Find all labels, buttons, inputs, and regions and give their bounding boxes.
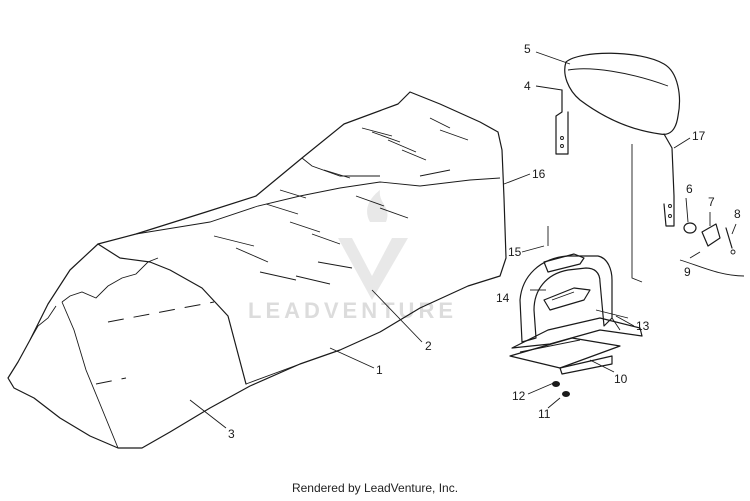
- seat-top-ridge: [135, 177, 501, 235]
- spacer-6: [683, 222, 697, 234]
- callout-17: 17: [692, 129, 706, 143]
- bracket-14: [543, 287, 591, 311]
- grab-handle-assembly: [511, 226, 643, 349]
- callout-5: 5: [524, 42, 531, 56]
- base-plate-assembly: [509, 337, 621, 397]
- seat-front-torn-edge: [61, 257, 159, 303]
- leader-lines: [189, 51, 737, 429]
- callout-16: 16: [532, 167, 546, 181]
- callout-13: 13: [636, 319, 650, 333]
- callout-8: 8: [734, 207, 741, 221]
- seat-assembly: [7, 91, 507, 449]
- callout-1: 1: [376, 363, 383, 377]
- clip-15: [543, 253, 585, 273]
- knob-7: [701, 223, 721, 247]
- callout-10: 10: [614, 372, 628, 386]
- backrest-assembly: [555, 52, 681, 283]
- callout-9: 9: [684, 265, 691, 279]
- callout-7: 7: [708, 195, 715, 209]
- leadventure-watermark-logo: LEADVENTURE: [248, 190, 457, 323]
- footer-credit: Rendered by LeadVenture, Inc.: [291, 481, 459, 495]
- seat-side-seam: [107, 301, 215, 323]
- backrest-bracket-right: [663, 133, 675, 227]
- bolt-8: [725, 227, 733, 249]
- callout-14: 14: [496, 291, 510, 305]
- seat-pleats: [213, 117, 469, 285]
- seat-front-face: [97, 243, 247, 385]
- callout-15: 15: [508, 245, 522, 259]
- handle-base: [511, 317, 643, 349]
- callout-11: 11: [538, 407, 551, 421]
- seat-cover-outline: [7, 91, 507, 449]
- watermark-text: LEADVENTURE: [248, 298, 457, 323]
- handle-13: [519, 255, 613, 343]
- callout-2: 2: [425, 339, 432, 353]
- nut-12: [552, 381, 560, 387]
- callouts: 1 2 3 4 5 6 7 8 9 10 11 12 13 14 15 16 1…: [228, 42, 741, 441]
- callout-4: 4: [524, 79, 531, 93]
- screw-11: [562, 391, 570, 397]
- callout-3: 3: [228, 427, 235, 441]
- backrest-bracket-left: [555, 89, 569, 155]
- backrest-pad: [564, 52, 681, 135]
- callout-12: 12: [512, 389, 526, 403]
- hardware-6-7-8: [679, 222, 745, 277]
- plate-10: [509, 337, 621, 369]
- callout-6: 6: [686, 182, 693, 196]
